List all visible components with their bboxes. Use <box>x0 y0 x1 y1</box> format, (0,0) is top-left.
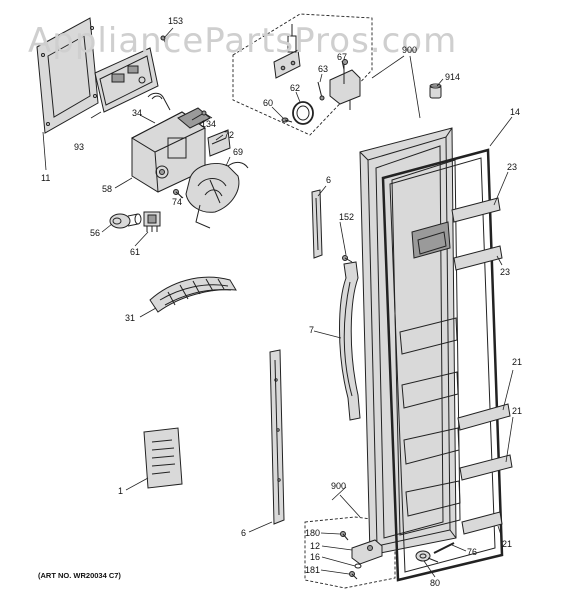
label-74: 74 <box>172 197 182 207</box>
part-1-owners-manual <box>143 427 183 489</box>
part-60-screw <box>281 117 293 123</box>
label-181: 181 <box>305 565 320 575</box>
label-180: 180 <box>305 528 320 538</box>
label-153: 153 <box>168 16 183 26</box>
label-6-bottom: 6 <box>241 528 246 538</box>
part-62-ring <box>292 101 314 125</box>
part-23-shelf-bin-upper <box>451 197 501 223</box>
part-21-shelf-bin-3 <box>461 511 503 535</box>
label-93: 93 <box>74 142 84 152</box>
door-inner-liner <box>391 159 461 536</box>
label-67: 67 <box>337 52 347 62</box>
label-914: 914 <box>445 72 460 82</box>
part-67-hinge-bracket <box>329 59 361 110</box>
part-76-rod <box>433 542 455 554</box>
part-180-screw <box>340 531 349 541</box>
part-12-hinge-bottom <box>351 539 383 565</box>
label-23-a: 23 <box>507 162 517 172</box>
hinge-assembly-top <box>273 24 301 79</box>
part-21-shelf-bin-2 <box>459 454 513 481</box>
part-152-screw <box>342 255 353 263</box>
leader-lines <box>42 27 514 578</box>
label-6-top: 6 <box>326 175 331 185</box>
part-7-door-handle <box>339 261 361 421</box>
callout-box-top <box>232 13 373 136</box>
part-16-washer <box>354 563 362 569</box>
part-80-stop <box>415 550 439 563</box>
part-134-bracket <box>191 110 213 121</box>
label-152: 152 <box>339 212 354 222</box>
part-11-cover-plate <box>36 17 99 134</box>
label-80: 80 <box>430 578 440 588</box>
part-914-cap <box>429 83 442 99</box>
label-31: 31 <box>125 313 135 323</box>
label-72: 72 <box>224 130 234 140</box>
label-21-c: 21 <box>502 539 512 549</box>
callout-box-bottom <box>304 516 396 589</box>
part-6-trim-strip-bottom <box>269 349 285 525</box>
label-7: 7 <box>309 325 314 335</box>
part-14-door-gasket <box>381 148 504 582</box>
label-1: 1 <box>118 486 123 496</box>
label-63: 63 <box>318 64 328 74</box>
label-34: 34 <box>132 108 142 118</box>
label-69: 69 <box>233 147 243 157</box>
label-56: 56 <box>90 228 100 238</box>
part-63-pin <box>317 81 325 101</box>
part-74-screw <box>173 189 184 199</box>
label-16: 16 <box>310 552 320 562</box>
part-93-control-board <box>94 47 159 113</box>
label-12: 12 <box>310 541 320 551</box>
label-134: 134 <box>201 119 216 129</box>
label-21-a: 21 <box>512 357 522 367</box>
part-23-shelf-bin-lower <box>453 245 503 271</box>
part-6-trim-strip-top <box>311 189 323 259</box>
art-number: (ART NO. WR20034 C7) <box>38 571 121 580</box>
part-labels: 153 900 914 67 63 62 60 14 34 134 72 93 … <box>41 16 522 588</box>
watermark-text: AppliancePartsPros.com <box>28 21 457 61</box>
part-153-screw <box>160 35 169 49</box>
part-56-solenoid <box>109 213 142 229</box>
label-900-bottom: 900 <box>331 481 346 491</box>
part-181-screw <box>349 571 358 580</box>
part-61-switch <box>143 211 161 232</box>
label-900-top: 900 <box>402 45 417 55</box>
part-72-cover <box>207 129 231 157</box>
label-23-b: 23 <box>500 267 510 277</box>
label-76: 76 <box>467 547 477 557</box>
part-31-grille <box>149 276 237 313</box>
label-14: 14 <box>510 107 520 117</box>
part-21-shelf-bin-1 <box>457 403 511 431</box>
label-58: 58 <box>102 184 112 194</box>
label-11: 11 <box>41 173 50 183</box>
label-21-b: 21 <box>512 406 522 416</box>
label-60: 60 <box>263 98 273 108</box>
label-61: 61 <box>130 247 140 257</box>
part-69-fan-assembly <box>185 161 249 229</box>
label-62: 62 <box>290 83 300 93</box>
part-900-door-assembly <box>359 127 457 556</box>
